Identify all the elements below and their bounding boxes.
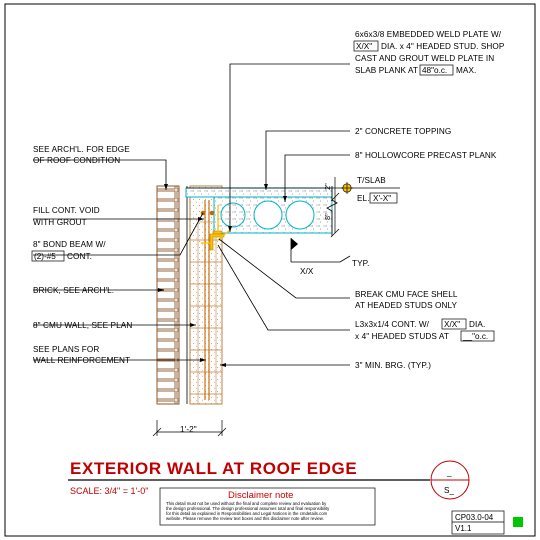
svg-text:BREAK CMU FACE SHELL: BREAK CMU FACE SHELL xyxy=(355,290,458,299)
svg-text:AT HEADED STUDS ONLY: AT HEADED STUDS ONLY xyxy=(355,301,458,310)
callout-reinforcement: SEE PLANS FOR WALL REINFORCEMENT xyxy=(33,345,130,365)
svg-text:__"o.c.: __"o.c. xyxy=(462,332,488,341)
svg-text:SEE PLANS FOR: SEE PLANS FOR xyxy=(33,345,99,354)
leader-lines xyxy=(33,63,400,366)
cmu-joints xyxy=(190,239,222,395)
bond-beam-bar xyxy=(209,210,215,216)
svg-text:L3x3x1/4 CONT. W/: L3x3x1/4 CONT. W/ xyxy=(355,320,430,329)
wall-assembly xyxy=(156,182,353,405)
callout-typ: TYP. xyxy=(352,259,370,268)
dimension-slab-label: 8" xyxy=(323,213,332,220)
callout-weld-plate: 6x6x3/8 EMBEDDED WELD PLATE W/ X/X" DIA.… xyxy=(353,30,505,76)
status-indicator xyxy=(513,517,523,527)
callout-angle: L3x3x1/4 CONT. W/ X/X" DIA. x 4" HEADED … xyxy=(355,318,495,342)
svg-text:(2)-#5: (2)-#5 xyxy=(34,252,56,261)
callout-fill-void: FILL CONT. VOID WITH GROUT xyxy=(33,206,100,227)
break-line xyxy=(326,186,338,236)
grouted-cells xyxy=(197,221,217,405)
svg-text:48"o.c.: 48"o.c. xyxy=(422,66,447,75)
svg-text:CAST AND GROUT WELD PLATE IN: CAST AND GROUT WELD PLATE IN xyxy=(355,54,494,63)
svg-text:X'-X": X'-X" xyxy=(373,194,391,203)
weld-symbol-flag xyxy=(291,238,298,250)
callout-topping: 2" CONCRETE TOPPING xyxy=(355,127,451,136)
callout-brick: BRICK, SEE ARCH'L. xyxy=(33,286,114,295)
weld-symbol-arrow xyxy=(339,255,351,263)
svg-text:CP03.0-04: CP03.0-04 xyxy=(455,513,494,522)
svg-text:WALL REINFORCEMENT: WALL REINFORCEMENT xyxy=(33,356,130,365)
dimensions xyxy=(152,177,340,437)
svg-text:CONT.: CONT. xyxy=(67,252,92,261)
svg-text:for this detail as explained i: for this detail as explained in Responsi… xyxy=(166,511,328,516)
svg-text:S_: S_ xyxy=(444,486,455,495)
sheet-code-box: CP03.0-04 V1.1 xyxy=(451,510,505,535)
svg-text:6x6x3/8 EMBEDDED WELD PLATE W/: 6x6x3/8 EMBEDDED WELD PLATE W/ xyxy=(355,30,502,39)
callout-hollowcore: 8" HOLLOWCORE PRECAST PLANK xyxy=(355,151,497,160)
vertical-rebar xyxy=(204,200,210,400)
callout-slab-elevation: T/SLAB EL. X'-X" xyxy=(357,176,398,204)
svg-text:X/X": X/X" xyxy=(444,320,460,329)
callout-cmu-wall: 8" CMU WALL, SEE PLAN xyxy=(33,321,132,330)
callout-arch-edge: SEE ARCH'L. FOR EDGE OF ROOF CONDITION xyxy=(33,145,130,165)
disclaimer-title: Disclaimer note xyxy=(228,490,293,501)
section-bubble: _ S_ xyxy=(430,460,470,500)
svg-text:MAX.: MAX. xyxy=(456,66,476,75)
bearing-arrow xyxy=(217,229,231,241)
svg-text:V1.1: V1.1 xyxy=(455,524,472,533)
svg-text:X/X": X/X" xyxy=(356,42,372,51)
sheet-border xyxy=(4,3,536,537)
svg-text:the design professional. The d: the design professional. The design prof… xyxy=(166,506,330,511)
svg-text:_: _ xyxy=(446,468,452,477)
svg-text:This detail must not be used w: This detail must not be used without the… xyxy=(166,501,327,506)
callout-face-shell: BREAK CMU FACE SHELL AT HEADED STUDS ONL… xyxy=(355,290,458,310)
callout-bearing: 3" MIN. BRG. (TYP.) xyxy=(355,361,431,370)
svg-text:SLAB PLANK AT: SLAB PLANK AT xyxy=(355,66,418,75)
dimension-topping-label: 2" xyxy=(323,183,332,190)
svg-text:DIA. x 4" HEADED STUD. SHOP: DIA. x 4" HEADED STUD. SHOP xyxy=(381,42,505,51)
svg-text:T/SLAB: T/SLAB xyxy=(357,176,386,185)
svg-text:EL.: EL. xyxy=(357,194,370,203)
concrete-topping xyxy=(185,187,333,198)
hollowcore-void xyxy=(253,200,283,230)
brick-veneer xyxy=(156,185,180,405)
svg-text:x 4" HEADED STUDS AT: x 4" HEADED STUDS AT xyxy=(355,332,449,341)
svg-text:SEE ARCH'L. FOR EDGE: SEE ARCH'L. FOR EDGE xyxy=(33,145,130,154)
svg-text:FILL CONT. VOID: FILL CONT. VOID xyxy=(33,206,100,215)
dimension-width-label: 1'-2" xyxy=(180,425,197,434)
svg-text:8" BOND BEAM W/: 8" BOND BEAM W/ xyxy=(33,240,106,249)
svg-text:WITH GROUT: WITH GROUT xyxy=(33,218,87,227)
svg-text:website. Please remove the rev: website. Please remove the review text b… xyxy=(166,516,324,521)
leader-arrowheads xyxy=(158,184,287,367)
disclaimer-box: Disclaimer note This detail must not be … xyxy=(159,487,376,526)
hollowcore-void xyxy=(285,200,315,230)
grouted-core xyxy=(220,202,246,228)
weld-symbol-label: X/X xyxy=(300,267,314,276)
drawing-title: EXTERIOR WALL AT ROOF EDGE xyxy=(70,459,357,478)
drawing-scale: SCALE: 3/4" = 1'-0" xyxy=(70,486,148,496)
svg-text:DIA.: DIA. xyxy=(469,320,485,329)
svg-text:OF ROOF CONDITION: OF ROOF CONDITION xyxy=(33,156,120,165)
callout-bond-beam: 8" BOND BEAM W/ (2)-#5 CONT. xyxy=(31,240,106,262)
